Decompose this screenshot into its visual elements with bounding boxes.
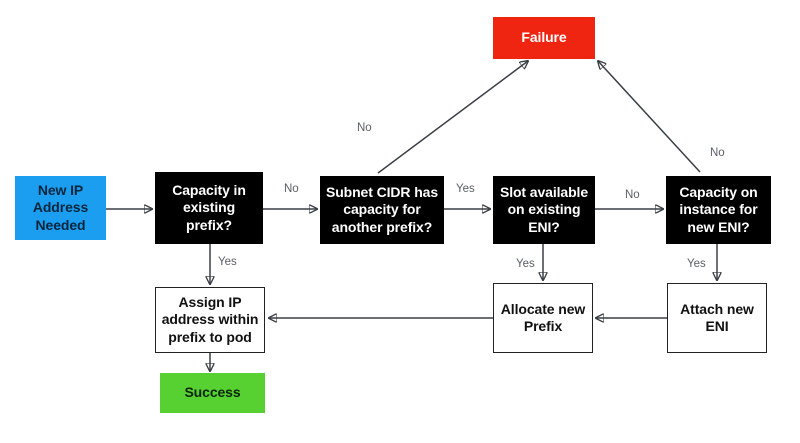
edge-label-slot-eni-no: No: [625, 189, 640, 201]
edge-label-subnet-cidr-yes: Yes: [456, 183, 475, 195]
node-allocate-new-prefix[interactable]: Allocate new Prefix: [493, 283, 593, 353]
edge-capacity-instance-no-to-failure: [598, 61, 701, 173]
node-slot-available-on-existing-eni[interactable]: Slot available on existing ENI?: [493, 176, 595, 244]
node-failure[interactable]: Failure: [493, 17, 595, 59]
edge-label-capacity-prefix-no: No: [284, 183, 299, 195]
edge-label-capacity-prefix-yes: Yes: [218, 256, 237, 268]
edge-label-slot-eni-yes: Yes: [516, 258, 535, 270]
node-assign-ip-address-within-prefix-to-pod[interactable]: Assign IP address within prefix to pod: [155, 287, 265, 353]
node-capacity-in-existing-prefix[interactable]: Capacity in existing prefix?: [155, 172, 263, 244]
edge-label-capacity-instance-no: No: [710, 147, 725, 159]
node-subnet-cidr-has-capacity[interactable]: Subnet CIDR has capacity for another pre…: [320, 176, 444, 244]
edge-label-subnet-cidr-no: No: [357, 122, 372, 134]
node-capacity-on-instance-for-new-eni[interactable]: Capacity on instance for new ENI?: [666, 176, 771, 244]
node-attach-new-eni[interactable]: Attach new ENI: [667, 283, 767, 353]
node-success[interactable]: Success: [160, 373, 265, 413]
node-new-ip-address-needed[interactable]: New IP Address Needed: [15, 176, 106, 240]
edge-label-capacity-instance-yes: Yes: [687, 258, 706, 270]
edge-subnet-cidr-no-to-failure: [377, 61, 528, 174]
